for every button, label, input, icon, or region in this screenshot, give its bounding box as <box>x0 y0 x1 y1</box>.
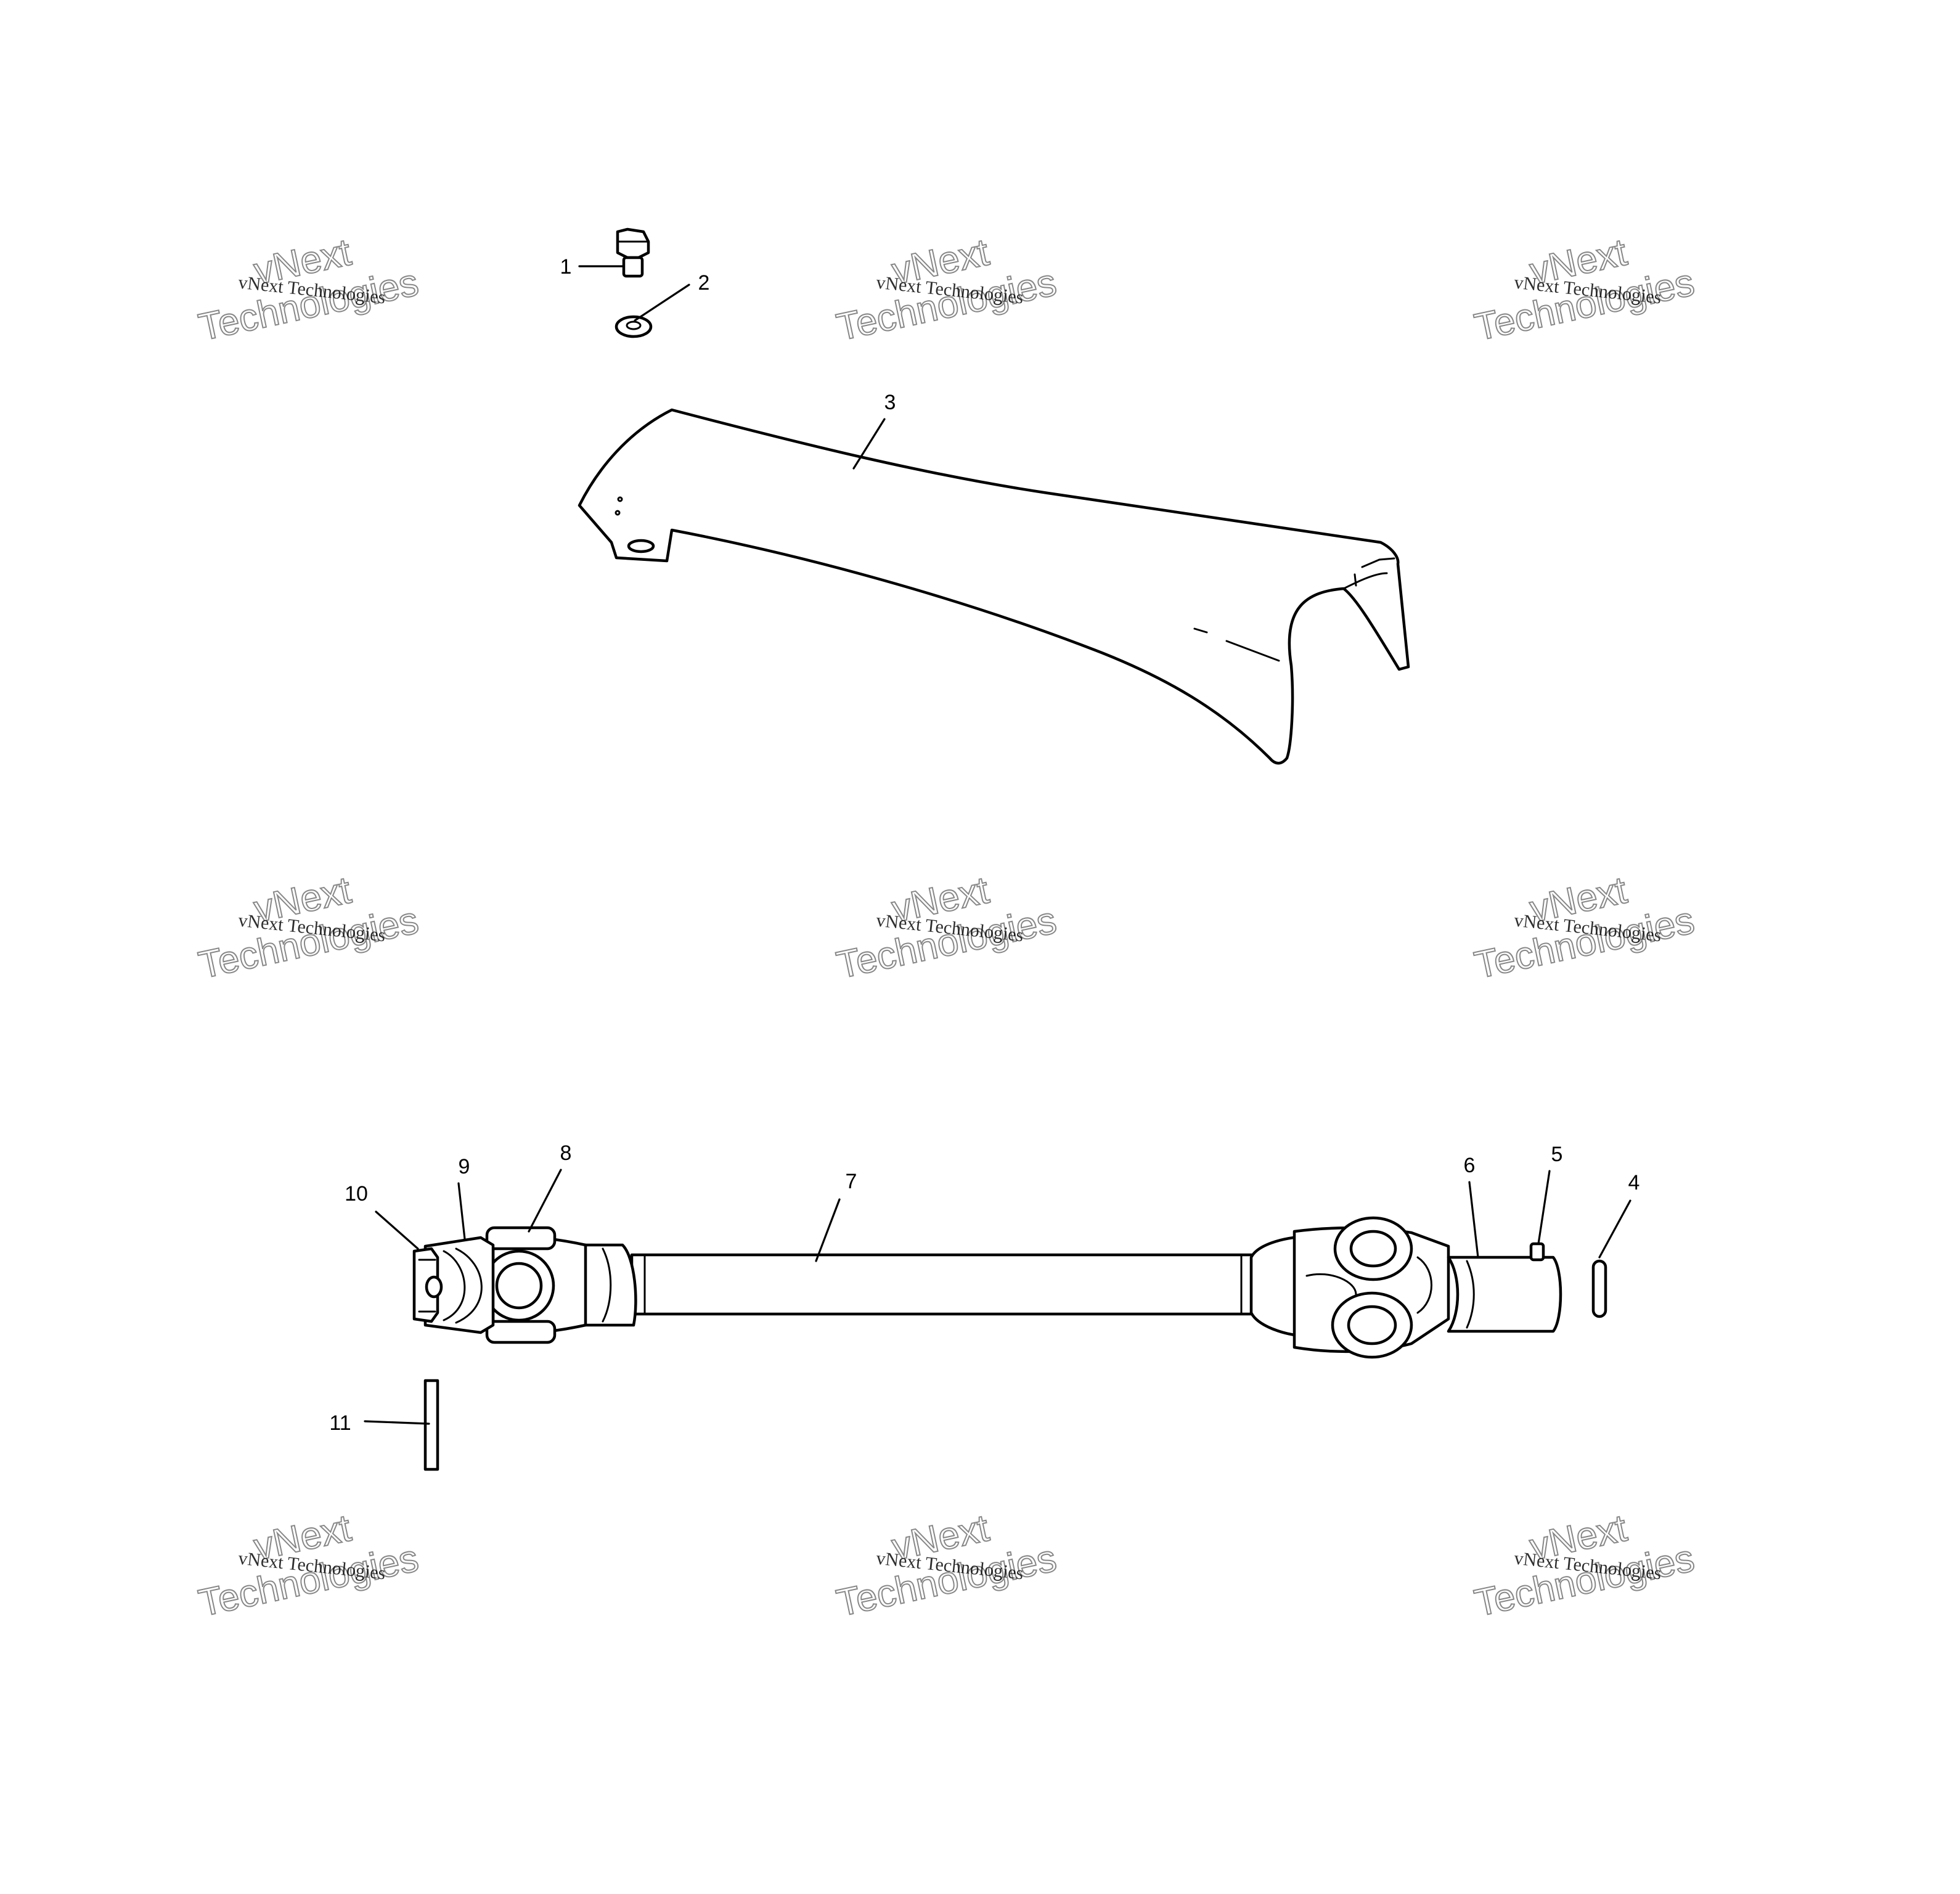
callout-4: 4 <box>1628 1171 1640 1194</box>
callout-9: 9 <box>459 1155 470 1178</box>
leader-lines <box>364 265 1631 1425</box>
callout-5: 5 <box>1551 1143 1563 1166</box>
roll-pin <box>1591 1259 1607 1318</box>
callout-2: 2 <box>698 271 710 295</box>
callout-3: 3 <box>884 391 896 414</box>
driveshaft-assembly <box>412 1216 1562 1359</box>
right-u-joint <box>1249 1216 1562 1359</box>
callout-10: 10 <box>345 1182 368 1206</box>
callout-11: 11 <box>329 1411 351 1435</box>
callout-7: 7 <box>846 1170 857 1193</box>
shaft-guard <box>578 408 1410 765</box>
callout-6: 6 <box>1464 1154 1476 1177</box>
bolt <box>616 227 650 278</box>
shaft-key <box>423 1379 439 1471</box>
callout-1: 1 <box>560 255 572 279</box>
left-u-joint <box>412 1226 637 1344</box>
driveshaft-tube <box>630 1253 1256 1316</box>
washer <box>615 315 653 338</box>
callout-labels: 1 2 3 4 5 6 7 8 9 10 11 <box>329 255 1639 1435</box>
grease-fitting <box>1529 1242 1545 1262</box>
callout-8: 8 <box>560 1141 572 1165</box>
